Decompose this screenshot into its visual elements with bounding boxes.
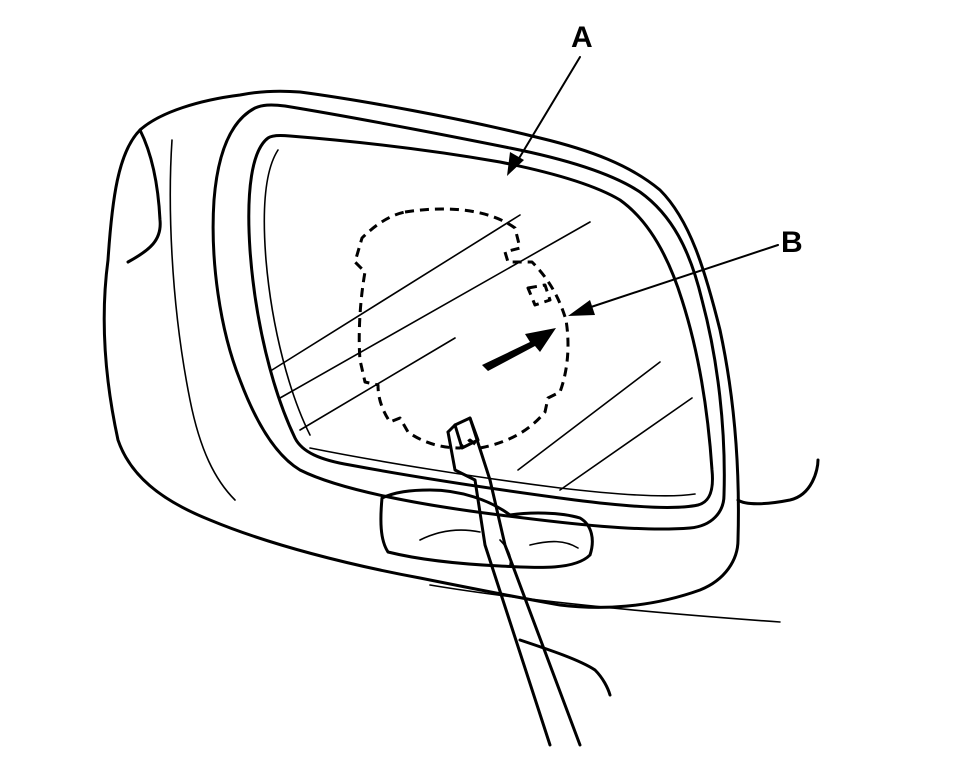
housing-side-line bbox=[169, 139, 236, 501]
cloth-fold bbox=[419, 529, 579, 549]
label-b: B bbox=[781, 226, 803, 259]
push-direction-arrow bbox=[482, 328, 556, 371]
housing-inner-rim bbox=[211, 103, 726, 531]
flat-blade-screwdriver bbox=[446, 416, 582, 747]
label-a: A bbox=[571, 21, 593, 54]
mirror-glass-edge bbox=[247, 133, 714, 509]
retainer-tab bbox=[526, 283, 552, 307]
tool-grip-outline bbox=[518, 638, 612, 697]
housing-base-line bbox=[429, 584, 781, 623]
door-panel-curve bbox=[736, 458, 820, 506]
callout-b: B bbox=[568, 226, 803, 316]
housing-back-curve bbox=[126, 128, 162, 264]
protective-cloth bbox=[379, 488, 594, 569]
callout-a: A bbox=[507, 21, 593, 176]
mirror-glass-inner-line bbox=[263, 149, 696, 497]
glass-reflection-lines bbox=[271, 214, 693, 491]
retainer-ring-hidden bbox=[353, 207, 570, 450]
